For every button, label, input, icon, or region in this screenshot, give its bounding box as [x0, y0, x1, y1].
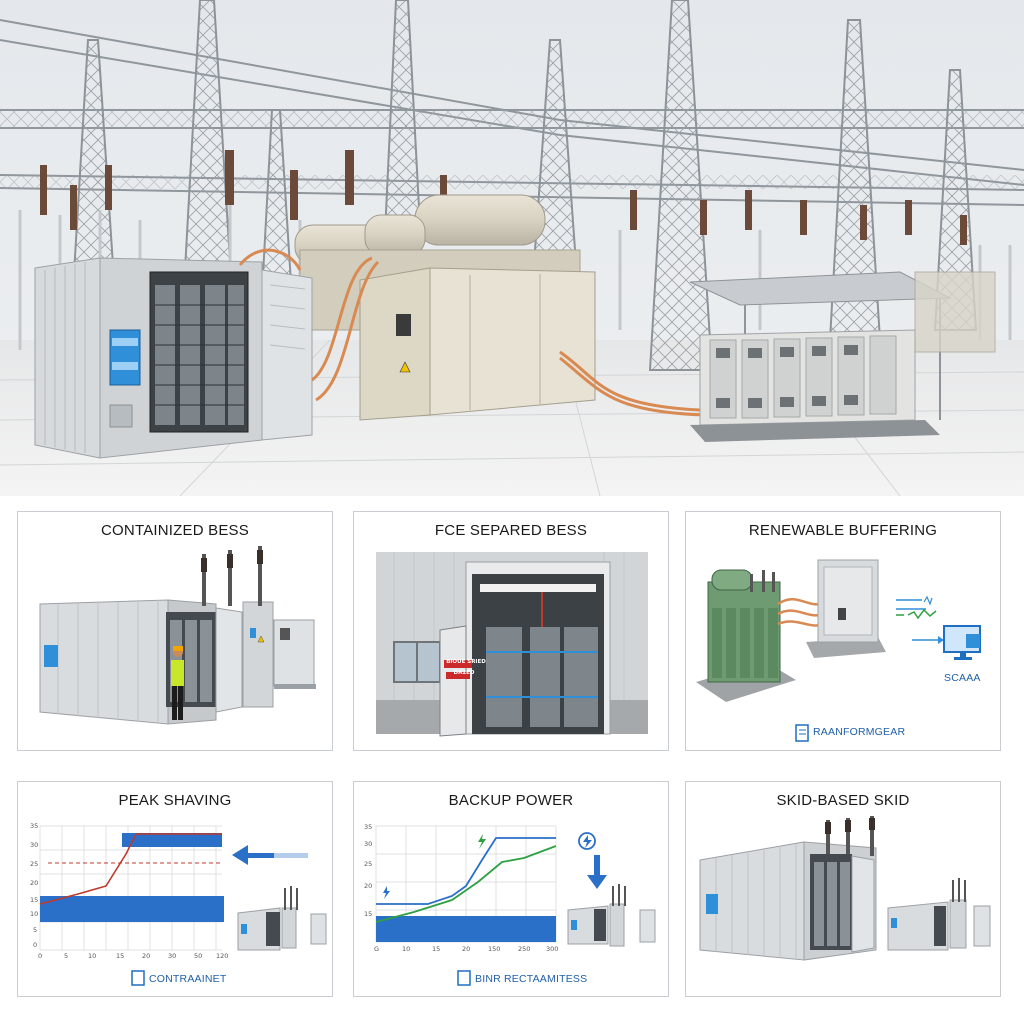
y-tick: 15 — [30, 896, 39, 904]
y-tick: 25 — [364, 860, 373, 868]
y-tick: 30 — [30, 841, 39, 849]
x-tick: 250 — [518, 945, 531, 953]
x-tick: 50 — [194, 952, 203, 960]
panel-containerized-bess: CONTAINIZED BESS — [17, 511, 333, 751]
scada-label: SCAAA — [944, 672, 981, 684]
panel-footer-label: CONTRAAINET — [149, 973, 227, 985]
y-tick: 20 — [364, 882, 373, 890]
y-tick: 25 — [30, 860, 39, 868]
y-tick: 20 — [30, 879, 39, 887]
containerized-bess-illustration — [39, 546, 316, 725]
panel-backup-power: BACKUP POWER 35 30 25 20 15 G 10 — [353, 781, 669, 997]
panel-title: SKID-BASED SKID — [776, 792, 910, 809]
x-tick: 300 — [546, 945, 559, 953]
panel-title: RENEWABLE BUFFERING — [748, 522, 938, 539]
y-tick: 5 — [33, 926, 38, 934]
panel-title: BACKUP POWER — [448, 792, 574, 809]
panel-skid-based: SKID-BASED SKID — [685, 781, 1001, 997]
panel-title: PEAK SHAVING — [118, 792, 232, 809]
y-tick: 15 — [364, 910, 373, 918]
panel-peak-shaving: PEAK SHAVING 35 30 25 20 15 10 5 0 — [17, 781, 333, 997]
x-tick: 5 — [64, 952, 69, 960]
panel-renewable-buffering: RENEWABLE BUFFERING SCAAA RAANFORMGEAR — [685, 511, 1001, 751]
x-tick: 0 — [38, 952, 43, 960]
y-tick: 10 — [30, 910, 39, 918]
panel-title: CONTAINIZED BESS — [101, 522, 249, 539]
skid-based-illustration — [699, 816, 991, 961]
x-tick: 10 — [402, 945, 411, 953]
renewable-buffering-illustration — [696, 559, 981, 742]
x-tick: 30 — [168, 952, 177, 960]
panel-footer-label: BINR RECTAAMITESS — [475, 973, 588, 985]
x-tick: 20 — [142, 952, 151, 960]
warning-sign-top: BIOUE SRIED — [446, 659, 486, 665]
panel-title: FCE SEPARED BESS — [434, 522, 588, 539]
x-tick: 15 — [116, 952, 125, 960]
warning-sign-bottom: DA2ED — [453, 670, 475, 676]
y-tick: 0 — [33, 941, 38, 949]
x-tick: 10 — [88, 952, 97, 960]
hero-substation-illustration — [0, 0, 1024, 496]
panel-separated-bess: FCE SEPARED BESS BIOUE SRIED DA2ED — [353, 511, 669, 751]
x-tick: 120 — [216, 952, 229, 960]
separated-bess-building-illustration — [376, 552, 648, 737]
x-tick: 20 — [462, 945, 471, 953]
x-tick: 15 — [432, 945, 441, 953]
peak-shaving-illustration — [39, 825, 327, 986]
y-tick: 35 — [364, 823, 373, 831]
panel-footer-label: RAANFORMGEAR — [813, 726, 906, 738]
x-tick: 150 — [488, 945, 501, 953]
y-tick: 30 — [364, 840, 373, 848]
y-tick: 35 — [30, 822, 39, 830]
backup-power-illustration — [375, 825, 656, 986]
x-tick: G — [374, 945, 380, 953]
